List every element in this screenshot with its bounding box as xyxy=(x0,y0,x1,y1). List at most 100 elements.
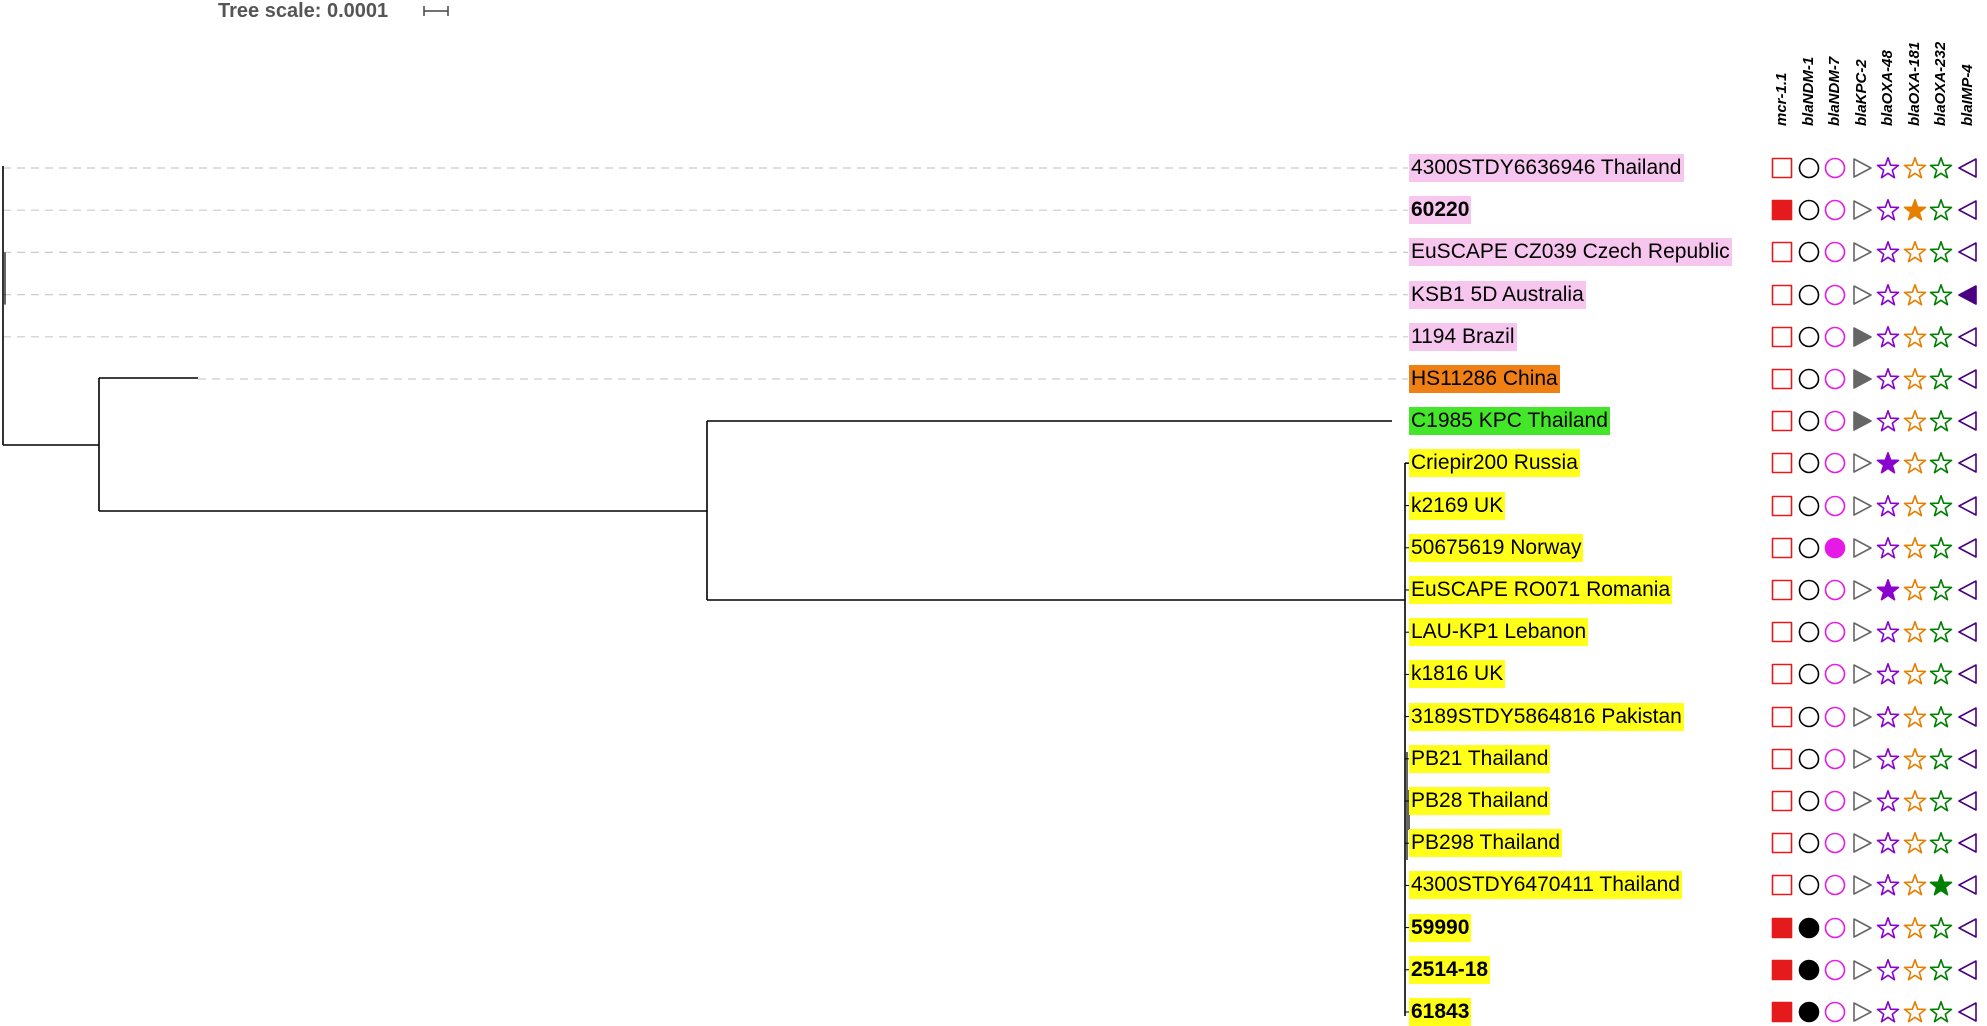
star-marker-absent xyxy=(1929,410,1953,432)
circle-marker-absent xyxy=(1798,875,1819,896)
leaf-label: PB21 Thailand xyxy=(1409,744,1551,773)
leaf-label: 4300STDY6636946 Thailand xyxy=(1409,154,1684,182)
star-marker-absent xyxy=(1876,494,1900,517)
triangle-left-marker-absent xyxy=(1957,1002,1977,1022)
circle-marker-absent xyxy=(1824,579,1846,601)
star-marker-absent xyxy=(1903,1000,1926,1023)
star-marker-absent xyxy=(1876,1000,1900,1023)
leaf-label: 60220 xyxy=(1409,196,1472,225)
triangle-left-marker-absent xyxy=(1957,495,1977,516)
leaf-label: 50675619 Norway xyxy=(1409,533,1584,562)
circle-marker-absent xyxy=(1824,368,1846,390)
star-marker-absent xyxy=(1903,452,1926,474)
circle-marker-absent xyxy=(1824,284,1846,305)
star-marker-absent xyxy=(1903,156,1926,179)
square-marker-absent xyxy=(1771,706,1793,727)
square-marker-absent xyxy=(1771,326,1793,348)
star-marker-absent xyxy=(1903,283,1926,306)
star-marker-absent xyxy=(1903,747,1926,770)
triangle-left-marker-absent xyxy=(1957,748,1977,769)
triangle-left-marker-absent xyxy=(1957,537,1977,558)
circle-marker-absent xyxy=(1824,917,1846,938)
triangle-right-marker-absent xyxy=(1852,495,1872,516)
star-marker-absent xyxy=(1876,199,1900,221)
star-marker-absent xyxy=(1929,241,1953,263)
circle-marker-absent xyxy=(1798,706,1819,727)
star-marker-absent xyxy=(1876,621,1900,643)
triangle-right-marker-absent xyxy=(1852,158,1872,178)
circle-marker-absent xyxy=(1798,199,1819,221)
circle-marker-absent xyxy=(1798,368,1819,390)
star-marker-absent xyxy=(1903,410,1926,432)
star-marker-absent xyxy=(1903,789,1926,812)
triangle-left-marker-absent xyxy=(1957,200,1977,220)
star-marker-absent xyxy=(1929,705,1953,728)
star-marker-absent xyxy=(1876,156,1900,179)
star-marker-absent xyxy=(1876,874,1900,896)
circle-marker-absent xyxy=(1824,790,1846,812)
leaf-label: PB28 Thailand xyxy=(1409,787,1551,815)
star-marker-absent xyxy=(1929,325,1953,348)
tree-scale-bar xyxy=(423,6,449,16)
star-marker-absent xyxy=(1929,536,1953,559)
star-marker-absent xyxy=(1929,494,1953,517)
triangle-left-marker-absent xyxy=(1957,411,1977,431)
square-marker-absent xyxy=(1771,664,1793,685)
square-marker-absent xyxy=(1771,242,1793,263)
leaf-label: 4300STDY6470411 Thailand xyxy=(1409,871,1682,900)
square-marker-present xyxy=(1771,1001,1793,1023)
star-marker-absent xyxy=(1876,958,1900,981)
triangle-right-marker-absent xyxy=(1852,284,1872,305)
leaf-label: C1985 KPC Thailand xyxy=(1409,407,1610,436)
circle-marker-absent xyxy=(1798,157,1819,179)
star-marker-absent xyxy=(1876,832,1900,854)
star-marker-absent xyxy=(1929,663,1953,685)
circle-marker-absent xyxy=(1798,495,1819,516)
star-marker-absent xyxy=(1903,578,1926,601)
leaf-label: 3189STDY5864816 Pakistan xyxy=(1409,702,1684,731)
gene-header: blaOXA-181 xyxy=(1905,41,1923,126)
square-marker-present xyxy=(1771,199,1793,221)
circle-marker-absent xyxy=(1824,748,1846,770)
square-marker-absent xyxy=(1771,621,1793,643)
triangle-left-marker-absent xyxy=(1957,791,1977,811)
leaf-label: LAU-KP1 Lebanon xyxy=(1409,618,1589,647)
square-marker-absent xyxy=(1771,748,1793,770)
star-marker-absent xyxy=(1903,536,1926,559)
circle-marker-absent xyxy=(1798,748,1819,770)
circle-marker-absent xyxy=(1824,242,1846,263)
star-marker-absent xyxy=(1876,747,1900,770)
gene-header: blaKPC-2 xyxy=(1852,59,1870,126)
circle-marker-present xyxy=(1798,917,1819,938)
star-marker-absent xyxy=(1929,747,1953,770)
circle-marker-absent xyxy=(1824,157,1846,179)
circle-marker-absent xyxy=(1824,706,1846,727)
leaf-label: Criepir200 Russia xyxy=(1409,449,1580,478)
triangle-right-marker-absent xyxy=(1852,706,1872,727)
square-marker-absent xyxy=(1771,368,1793,390)
star-marker-absent xyxy=(1876,367,1900,390)
star-marker-absent xyxy=(1903,916,1926,939)
star-marker-absent xyxy=(1929,1000,1953,1023)
triangle-left-marker-absent xyxy=(1957,453,1977,474)
star-marker-absent xyxy=(1903,958,1926,981)
circle-marker-present xyxy=(1824,537,1846,559)
triangle-right-marker-absent xyxy=(1852,200,1872,220)
star-marker-absent xyxy=(1876,536,1900,559)
circle-marker-absent xyxy=(1798,453,1819,474)
star-marker-present xyxy=(1929,874,1953,896)
star-marker-absent xyxy=(1903,621,1926,643)
star-marker-absent xyxy=(1876,325,1900,348)
circle-marker-absent xyxy=(1798,790,1819,812)
gene-header: blaNDM-1 xyxy=(1799,56,1817,126)
circle-marker-absent xyxy=(1824,875,1846,896)
leaf-label: k1816 UK xyxy=(1409,660,1506,689)
star-marker-absent xyxy=(1876,663,1900,685)
star-marker-absent xyxy=(1929,156,1953,179)
circle-marker-absent xyxy=(1798,832,1819,854)
triangle-left-marker-absent xyxy=(1957,158,1977,178)
star-marker-absent xyxy=(1903,874,1926,896)
gene-header: blaOXA-232 xyxy=(1932,41,1949,126)
triangle-left-marker-absent xyxy=(1957,917,1977,938)
star-marker-present xyxy=(1903,199,1926,221)
